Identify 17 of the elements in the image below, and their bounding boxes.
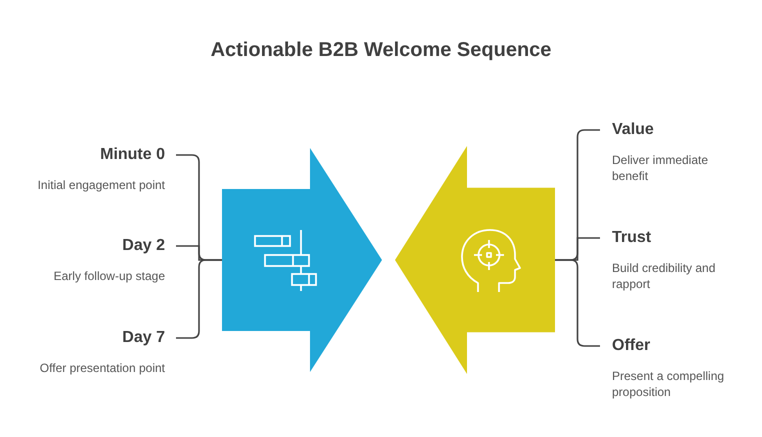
stage-heading: Trust [612, 228, 652, 248]
diagram-title: Actionable B2B Welcome Sequence [210, 38, 552, 63]
stage-description: Present a compelling proposition [612, 368, 726, 400]
stage-description: Initial engagement point [38, 177, 165, 193]
connector-line [176, 259, 222, 339]
stage-description: Offer presentation point [40, 360, 165, 376]
connector-line [555, 259, 600, 347]
stage-heading: Value [612, 120, 654, 140]
stage-description: Deliver immediate benefit [612, 152, 710, 184]
right-arrow-shape [222, 148, 382, 372]
stage-heading: Minute 0 [100, 145, 165, 165]
stage-heading: Day 7 [122, 328, 165, 348]
stage-heading: Day 2 [122, 236, 165, 256]
stage-description: Early follow-up stage [54, 268, 165, 284]
stage-description: Build credibility and rapport [612, 260, 716, 292]
stage-heading: Offer [612, 336, 650, 356]
left-arrow-shape [395, 146, 555, 374]
